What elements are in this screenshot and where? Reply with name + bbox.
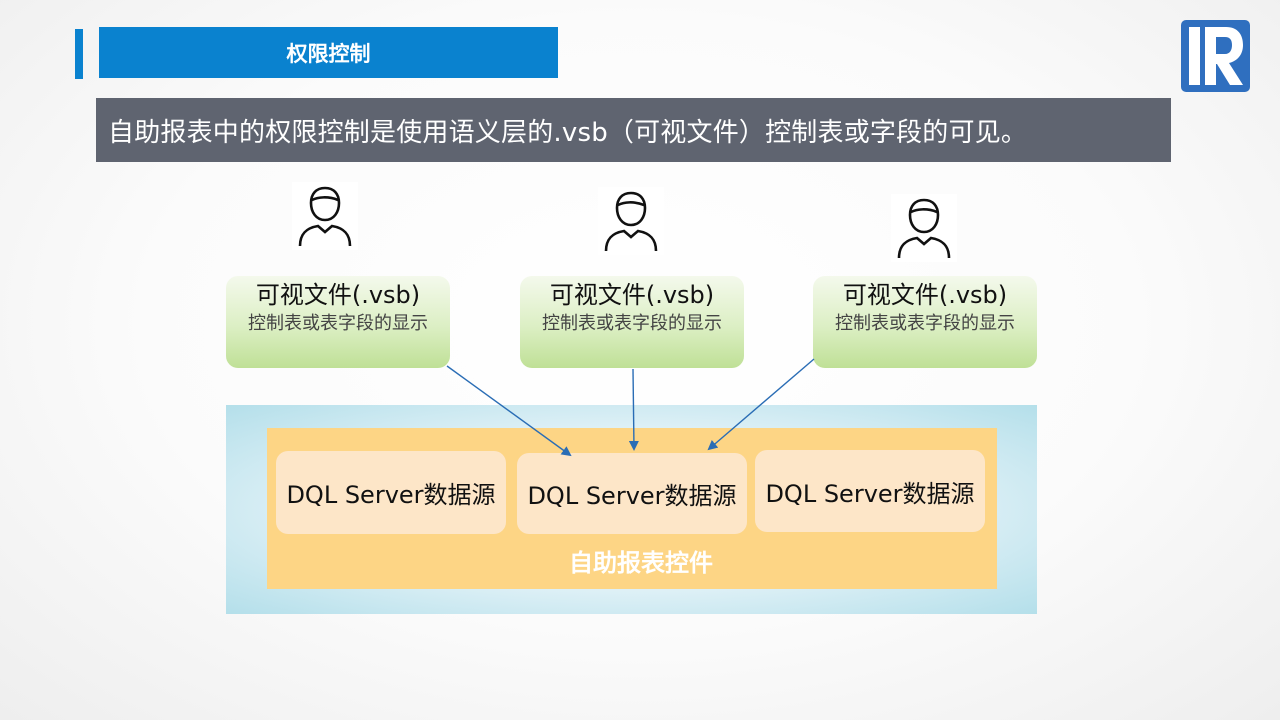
vsb-file-desc: 控制表或表字段的显示 (835, 313, 1015, 334)
R-logo-icon (1180, 19, 1251, 93)
datasource-label: DQL Server数据源 (527, 482, 737, 510)
user-icon (891, 194, 957, 262)
datasource-box: DQL Server数据源 (517, 453, 747, 534)
vsb-file-box: 可视文件(.vsb) 控制表或表字段的显示 (813, 276, 1037, 368)
user-icon (598, 187, 664, 255)
user-icon (292, 182, 358, 250)
datasource-label: DQL Server数据源 (765, 479, 975, 508)
datasource-box: DQL Server数据源 (276, 451, 506, 534)
vsb-file-title: 可视文件(.vsb) (842, 281, 1008, 309)
vsb-file-title: 可视文件(.vsb) (549, 281, 715, 309)
title-accent-bar (75, 29, 83, 79)
subtitle-text: 自助报表中的权限控制是使用语义层的.vsb（可视文件）控制表或字段的可见。 (108, 117, 1028, 148)
vsb-file-box: 可视文件(.vsb) 控制表或表字段的显示 (520, 276, 744, 368)
datasource-label: DQL Server数据源 (286, 481, 496, 509)
vsb-file-title: 可视文件(.vsb) (255, 281, 421, 309)
datasource-box: DQL Server数据源 (755, 450, 985, 532)
control-label: 自助报表控件 (569, 549, 713, 577)
vsb-file-box: 可视文件(.vsb) 控制表或表字段的显示 (226, 276, 450, 368)
subtitle-banner: 自助报表中的权限控制是使用语义层的.vsb（可视文件）控制表或字段的可见。 (96, 98, 1171, 162)
page-title: 权限控制 (99, 27, 558, 78)
vsb-file-desc: 控制表或表字段的显示 (248, 313, 428, 334)
vsb-file-desc: 控制表或表字段的显示 (542, 313, 722, 334)
